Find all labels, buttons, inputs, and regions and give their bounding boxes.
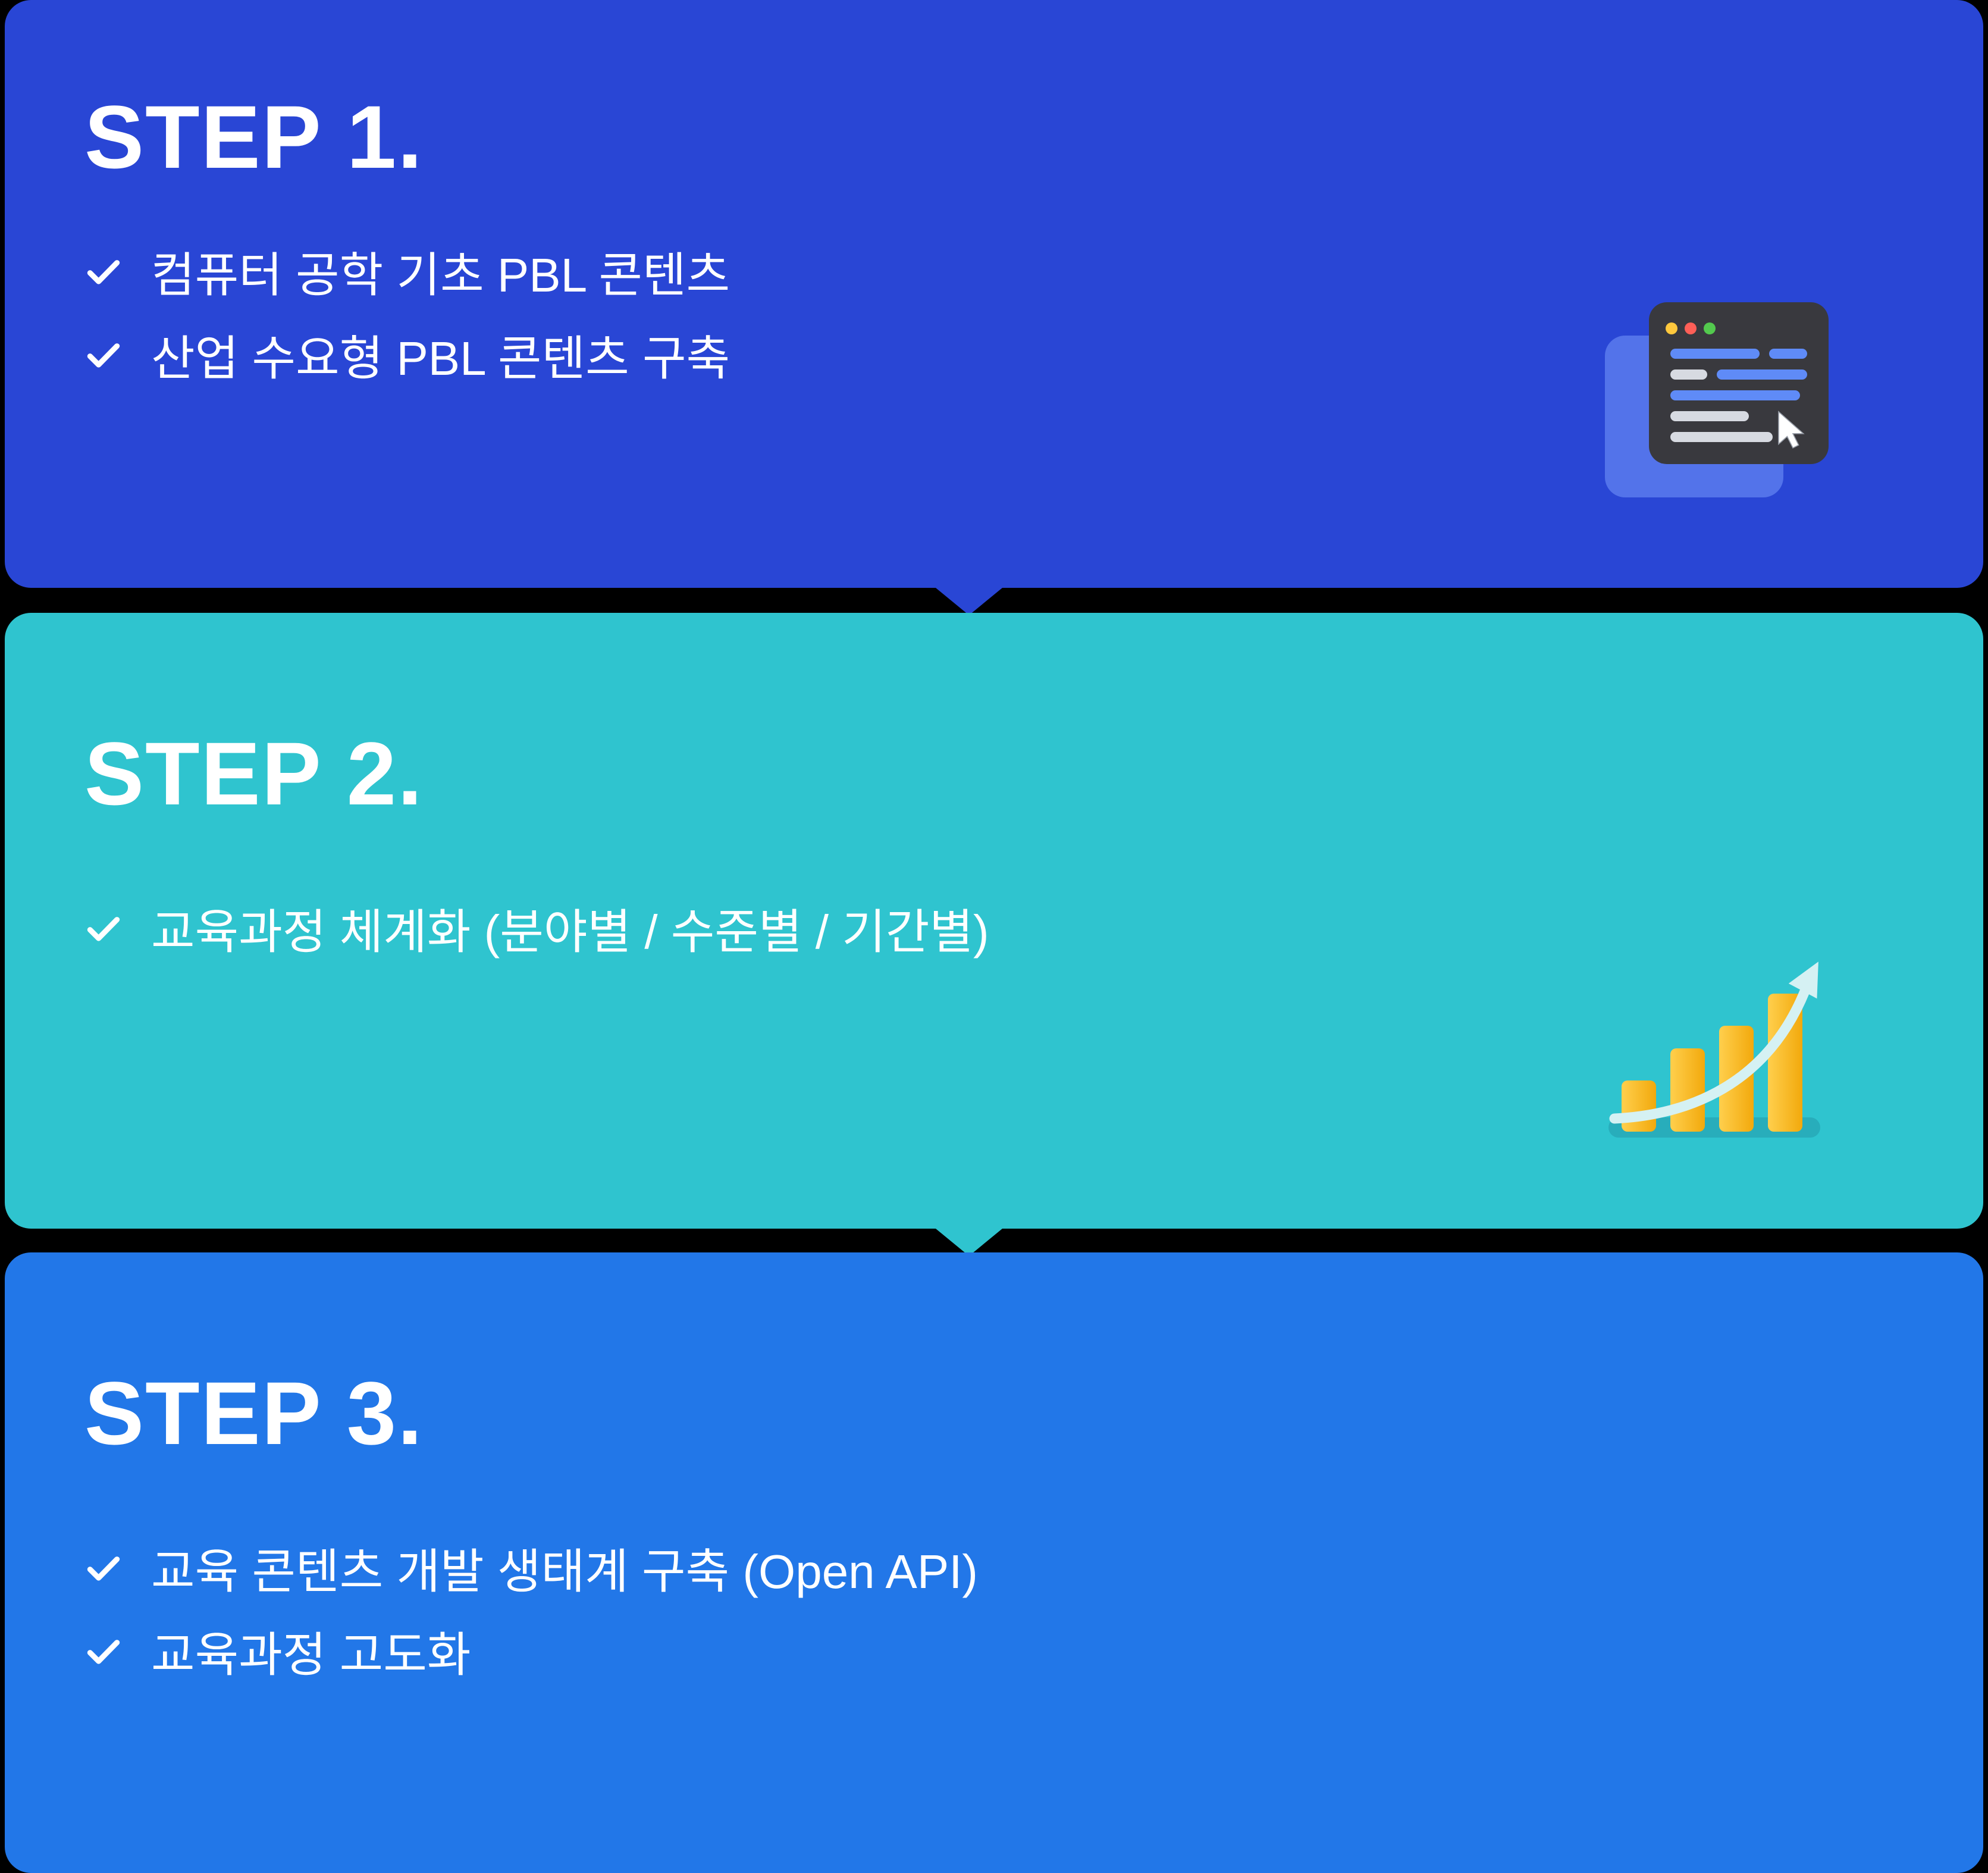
check-icon [84,252,123,290]
checklist-item: 교육 콘텐츠 개발 생태계 구축 (Open API) [84,1526,1983,1609]
checklist-item-label: 교육과정 체계화 (분야별 / 수준별 / 기간별) [151,906,989,959]
step-2-checklist: 교육과정 체계화 (분야별 / 수준별 / 기간별) [84,887,1983,970]
chevron-down-connector [936,588,1002,615]
code-window-icon [1600,297,1833,502]
step-3-checklist: 교육 콘텐츠 개발 생태계 구축 (Open API) 교육과정 고도화 [84,1526,1983,1693]
step-2-card: STEP 2. 교육과정 체계화 (분야별 / 수준별 / 기간별) [5,613,1983,1256]
check-icon [84,1632,123,1670]
step-1-card: STEP 1. 컴퓨터 공학 기초 PBL 콘텐츠 산업 수요형 PBL 콘텐츠… [5,0,1983,615]
check-icon [84,1549,123,1587]
step-3-title: STEP 3. [84,1363,424,1463]
checklist-item-label: 산업 수요형 PBL 콘텐츠 구축 [151,332,730,385]
step-1-title: STEP 1. [84,87,424,187]
step-3-card: STEP 3. 교육 콘텐츠 개발 생태계 구축 (Open API) 교육과정… [5,1252,1983,1873]
bar-chart-growth-icon [1600,941,1833,1151]
checklist-item: 컴퓨터 공학 기초 PBL 콘텐츠 [84,230,1983,313]
checklist-item-label: 교육과정 고도화 [151,1628,471,1681]
step-1-checklist: 컴퓨터 공학 기초 PBL 콘텐츠 산업 수요형 PBL 콘텐츠 구축 [84,230,1983,396]
step-2-title: STEP 2. [84,723,424,823]
checklist-item: 산업 수요형 PBL 콘텐츠 구축 [84,313,1983,396]
checklist-item-label: 교육 콘텐츠 개발 생태계 구축 (Open API) [151,1545,979,1598]
checklist-item-label: 컴퓨터 공학 기초 PBL 콘텐츠 [151,249,730,302]
check-icon [84,909,123,947]
checklist-item: 교육과정 체계화 (분야별 / 수준별 / 기간별) [84,887,1983,970]
check-icon [84,336,123,374]
checklist-item: 교육과정 고도화 [84,1609,1983,1693]
chevron-down-connector [936,1229,1002,1256]
